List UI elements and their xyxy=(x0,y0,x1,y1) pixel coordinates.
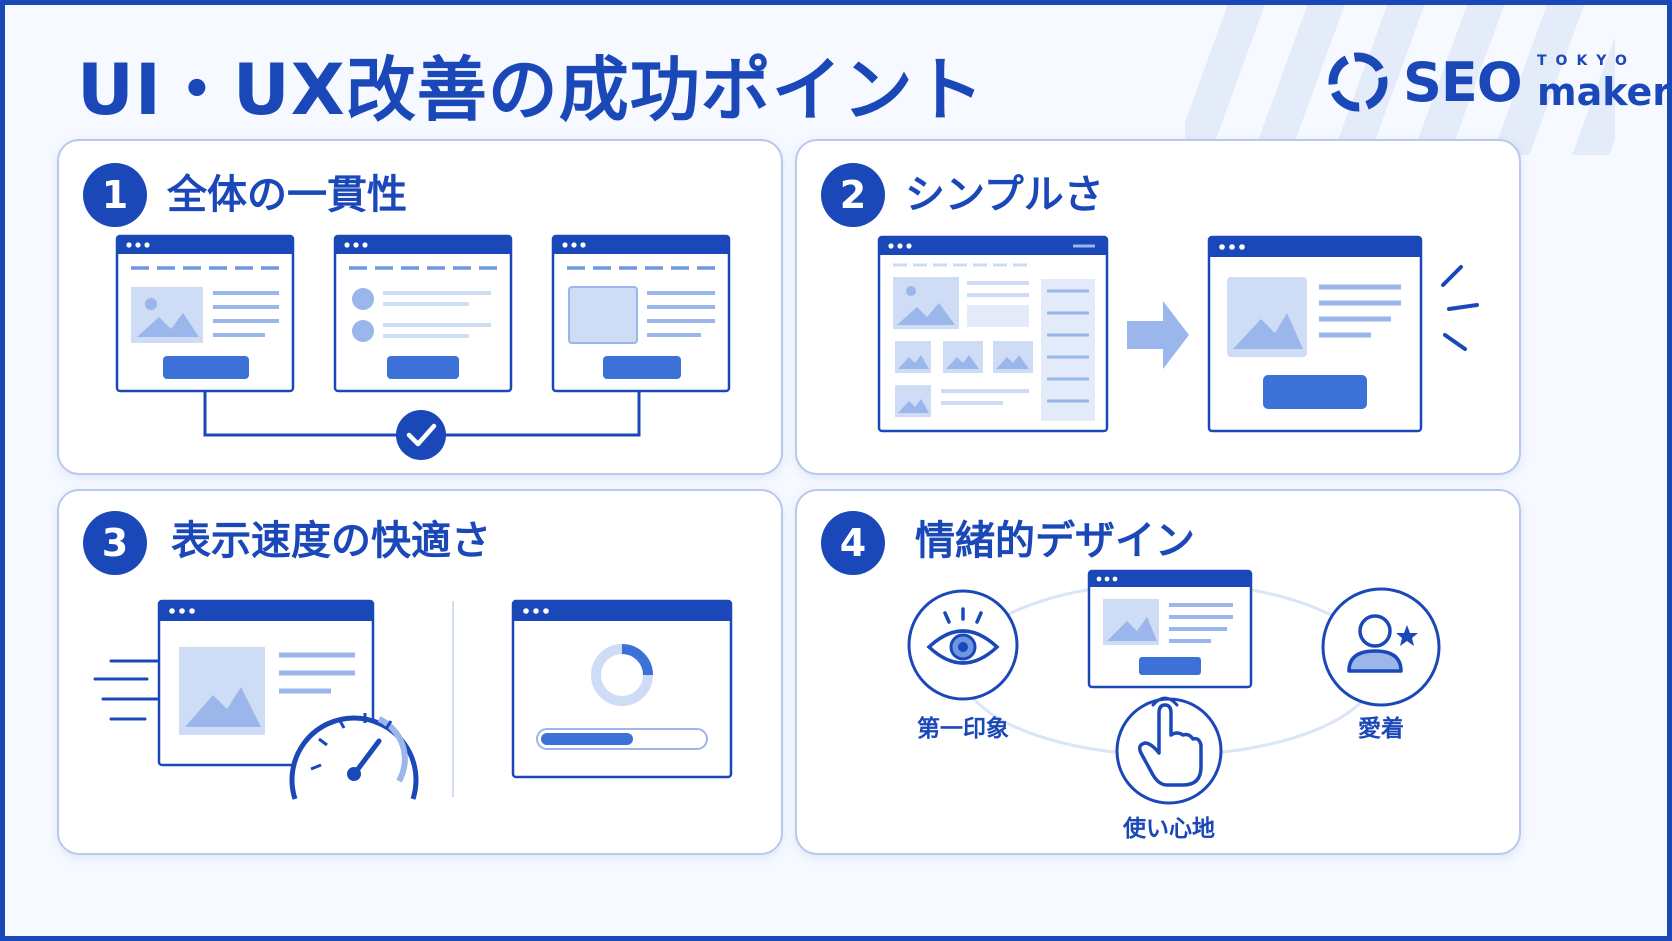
panel-number-4: 4 xyxy=(821,511,885,575)
label-attachment: 愛着 xyxy=(1358,716,1404,742)
user-star-icon xyxy=(1321,587,1441,707)
panel-consistency: 1 全体の一貫性 xyxy=(57,139,783,475)
checkmark-icon xyxy=(396,410,446,460)
consistency-illustration xyxy=(115,234,731,460)
panel-simplicity: 2 シンプルさ xyxy=(795,139,1521,475)
browser-window-icon xyxy=(551,234,731,393)
label-usability: 使い心地 xyxy=(1123,816,1215,842)
browser-window-icon xyxy=(157,599,375,767)
browser-window-icon xyxy=(1087,569,1253,689)
panel-number-2: 2 xyxy=(821,163,885,227)
logo-seo-text: SEO xyxy=(1403,51,1523,114)
panel-number-1: 1 xyxy=(83,163,147,227)
logo-tokyo-text: TOKYO xyxy=(1537,53,1636,69)
logo-maker-text: maker xyxy=(1537,70,1672,114)
eye-icon xyxy=(907,589,1019,701)
simplicity-illustration xyxy=(877,235,1479,433)
tap-hand-icon xyxy=(1115,696,1223,805)
speed-illustration xyxy=(93,599,733,800)
sparkle-icon xyxy=(1441,265,1479,351)
arrow-right-icon xyxy=(1127,301,1189,369)
simple-window-icon xyxy=(1207,235,1423,433)
page-title: UI・UX改善の成功ポイント xyxy=(77,49,985,131)
panel-title-3: 表示速度の快適さ xyxy=(171,518,491,564)
panel-number-3: 3 xyxy=(83,511,147,575)
speed-lines-icon xyxy=(93,659,159,721)
logo-ring-icon xyxy=(1328,52,1388,112)
label-first-impression: 第一印象 xyxy=(917,716,1009,742)
brand-logo: SEO TOKYO maker xyxy=(1325,43,1671,133)
panel-emotional-design: 4 情緒的デザイン xyxy=(795,489,1521,855)
panel-title-2: シンプルさ xyxy=(905,172,1104,218)
panel-title-1: 全体の一貫性 xyxy=(167,172,407,218)
cluttered-window-icon xyxy=(877,235,1109,433)
panel-title-4: 情緒的デザイン xyxy=(915,518,1195,564)
browser-window-icon xyxy=(333,234,513,393)
speedometer-icon xyxy=(289,713,419,800)
browser-window-icon xyxy=(115,234,295,393)
panel-speed: 3 表示速度の快適さ xyxy=(57,489,783,855)
loading-window-icon xyxy=(511,599,733,779)
emotional-design-illustration xyxy=(907,569,1441,805)
